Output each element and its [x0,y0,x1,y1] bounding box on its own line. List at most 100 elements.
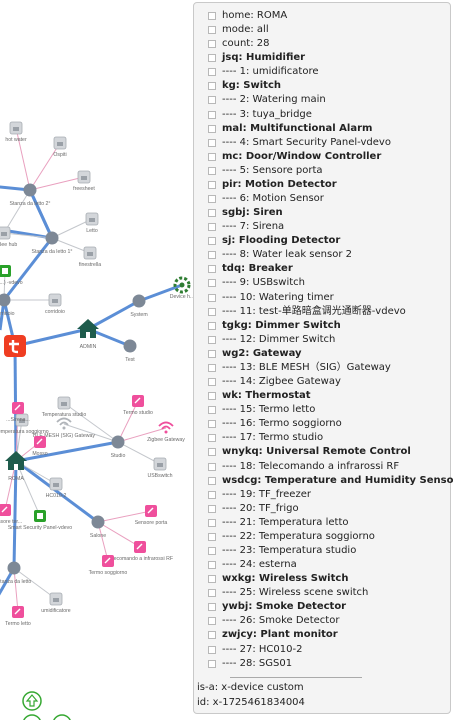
category-row[interactable]: mal: Multifunctional Alarm [194,122,450,136]
graph-node[interactable]: hot water [5,121,27,143]
checkbox[interactable] [208,152,216,161]
graph-node[interactable]: Stanza da letto [0,561,31,586]
checkbox[interactable] [208,363,216,372]
graph-node[interactable]: Termo soggiorno [89,555,128,576]
graph-node[interactable]: Termo studio [123,395,153,416]
checkbox[interactable] [208,138,216,147]
graph-node[interactable] [4,335,26,357]
graph-node[interactable]: Termo letto [5,606,31,627]
device-box-icon[interactable] [153,457,167,471]
gear-icon[interactable] [173,276,191,294]
device-row[interactable]: ---- 28: SGS01 [194,657,450,671]
device-row[interactable]: ---- 16: Termo soggiorno [194,417,450,431]
hub-node-icon[interactable] [91,515,105,529]
hub-node-icon[interactable] [123,339,137,353]
graph-node[interactable]: Sensore porta [135,505,168,526]
checkbox[interactable] [208,518,216,527]
checkbox[interactable] [208,335,216,344]
device-row[interactable]: ---- 9: USBswitch [194,276,450,290]
category-row[interactable]: pir: Motion Detector [194,178,450,192]
checkbox[interactable] [208,392,216,401]
checkbox[interactable] [208,307,216,316]
graph-node[interactable]: Studio [111,435,126,460]
graph-node[interactable]: Test [123,339,137,364]
device-row[interactable]: ---- 27: HC010-2 [194,643,450,657]
category-row[interactable]: wsdcg: Temperature and Humidity Sensor [194,474,453,488]
checkbox[interactable] [208,420,216,429]
graph-node[interactable]: Zigbee Gateway [147,421,185,444]
checkbox[interactable] [208,40,216,49]
device-box-icon[interactable] [9,121,23,135]
graph-node[interactable]: Corridoio [0,293,15,318]
checkbox[interactable] [208,279,216,288]
checkbox[interactable] [208,209,216,218]
checkbox[interactable] [208,223,216,232]
category-row[interactable]: tdq: Breaker [194,262,450,276]
house-icon[interactable] [77,319,99,338]
device-row[interactable]: ---- 12: Dimmer Switch [194,333,450,347]
device-row[interactable]: ---- 24: esterna [194,558,450,572]
checkbox[interactable] [208,476,216,485]
device-row[interactable]: ---- 25: Wireless scene switch [194,586,450,600]
graph-node[interactable]: BLE MESH (SIG) Gateway [33,417,95,440]
device-box-icon[interactable] [85,212,99,226]
checkbox[interactable] [208,124,216,133]
device-row[interactable]: ---- 22: Temperatura soggiorno [194,530,450,544]
category-row[interactable]: wk: Thermostat [194,389,450,403]
graph-node[interactable]: Device h... [170,276,195,300]
device-row[interactable]: ---- 18: Telecomando a infrarossi RF [194,460,450,474]
checkbox[interactable] [208,561,216,570]
category-row[interactable]: wg2: Gateway [194,347,450,361]
thermostat-icon[interactable] [145,505,157,517]
thermostat-icon[interactable] [34,436,46,448]
thermostat-icon[interactable] [12,606,24,618]
house-icon[interactable] [5,451,27,470]
category-row[interactable]: sgbj: Siren [194,206,450,220]
device-row[interactable]: ---- 6: Motion Sensor [194,192,450,206]
device-row[interactable]: mode: all [194,23,450,37]
checkbox[interactable] [208,251,216,260]
device-box-icon[interactable] [0,226,11,240]
thermostat-icon[interactable] [0,504,11,516]
checkbox[interactable] [208,532,216,541]
checkbox[interactable] [208,434,216,443]
category-row[interactable]: zwjcy: Plant monitor [194,628,450,642]
checkbox[interactable] [208,180,216,189]
device-row[interactable]: ---- 13: BLE MESH（SIG）Gateway [194,361,450,375]
device-box-icon[interactable] [49,592,63,606]
checkbox[interactable] [208,490,216,499]
category-row[interactable]: mc: Door/Window Controller [194,150,450,164]
device-row[interactable]: ---- 11: test-单路暗盒调光通断器-vdevo [194,305,450,319]
hub-node-icon[interactable] [45,231,59,245]
graph-node[interactable]: USBswitch [147,457,173,479]
checkbox[interactable] [208,321,216,330]
hub-node-icon[interactable] [7,561,21,575]
arrow-up-icon[interactable] [22,691,42,711]
device-row[interactable]: ---- 17: Termo studio [194,431,450,445]
graph-node[interactable]: ...sensore ter... [0,504,22,525]
device-box-icon[interactable] [77,170,91,184]
tuya-logo-icon[interactable] [4,335,26,357]
zoom-control-icon[interactable] [23,714,71,720]
graph-node[interactable]: (智能...) -vdevo [0,265,23,286]
checkbox[interactable] [208,265,216,274]
checkbox[interactable] [208,462,216,471]
category-row[interactable]: tgkg: Dimmer Switch [194,319,450,333]
hub-node-icon[interactable] [111,435,125,449]
graph-node[interactable]: umidificatore [41,592,71,614]
checkbox[interactable] [208,617,216,626]
category-row[interactable]: wxkg: Wireless Switch [194,572,450,586]
graph-node[interactable]: ADMIN [77,319,99,350]
checkbox[interactable] [208,603,216,612]
checkbox[interactable] [208,166,216,175]
device-box-icon[interactable] [57,396,71,410]
device-row[interactable]: ---- 3: tuya_bridge [194,108,450,122]
checkbox[interactable] [208,293,216,302]
device-row[interactable]: ---- 14: Zigbee Gateway [194,375,450,389]
graph-node[interactable]: corridoio [45,293,65,315]
device-row[interactable]: ---- 21: Temperatura letto [194,516,450,530]
graph-node[interactable]: Temperatura studio [42,396,87,418]
checkbox[interactable] [208,237,216,246]
graph-node[interactable]: ...Sirena... [6,402,30,423]
